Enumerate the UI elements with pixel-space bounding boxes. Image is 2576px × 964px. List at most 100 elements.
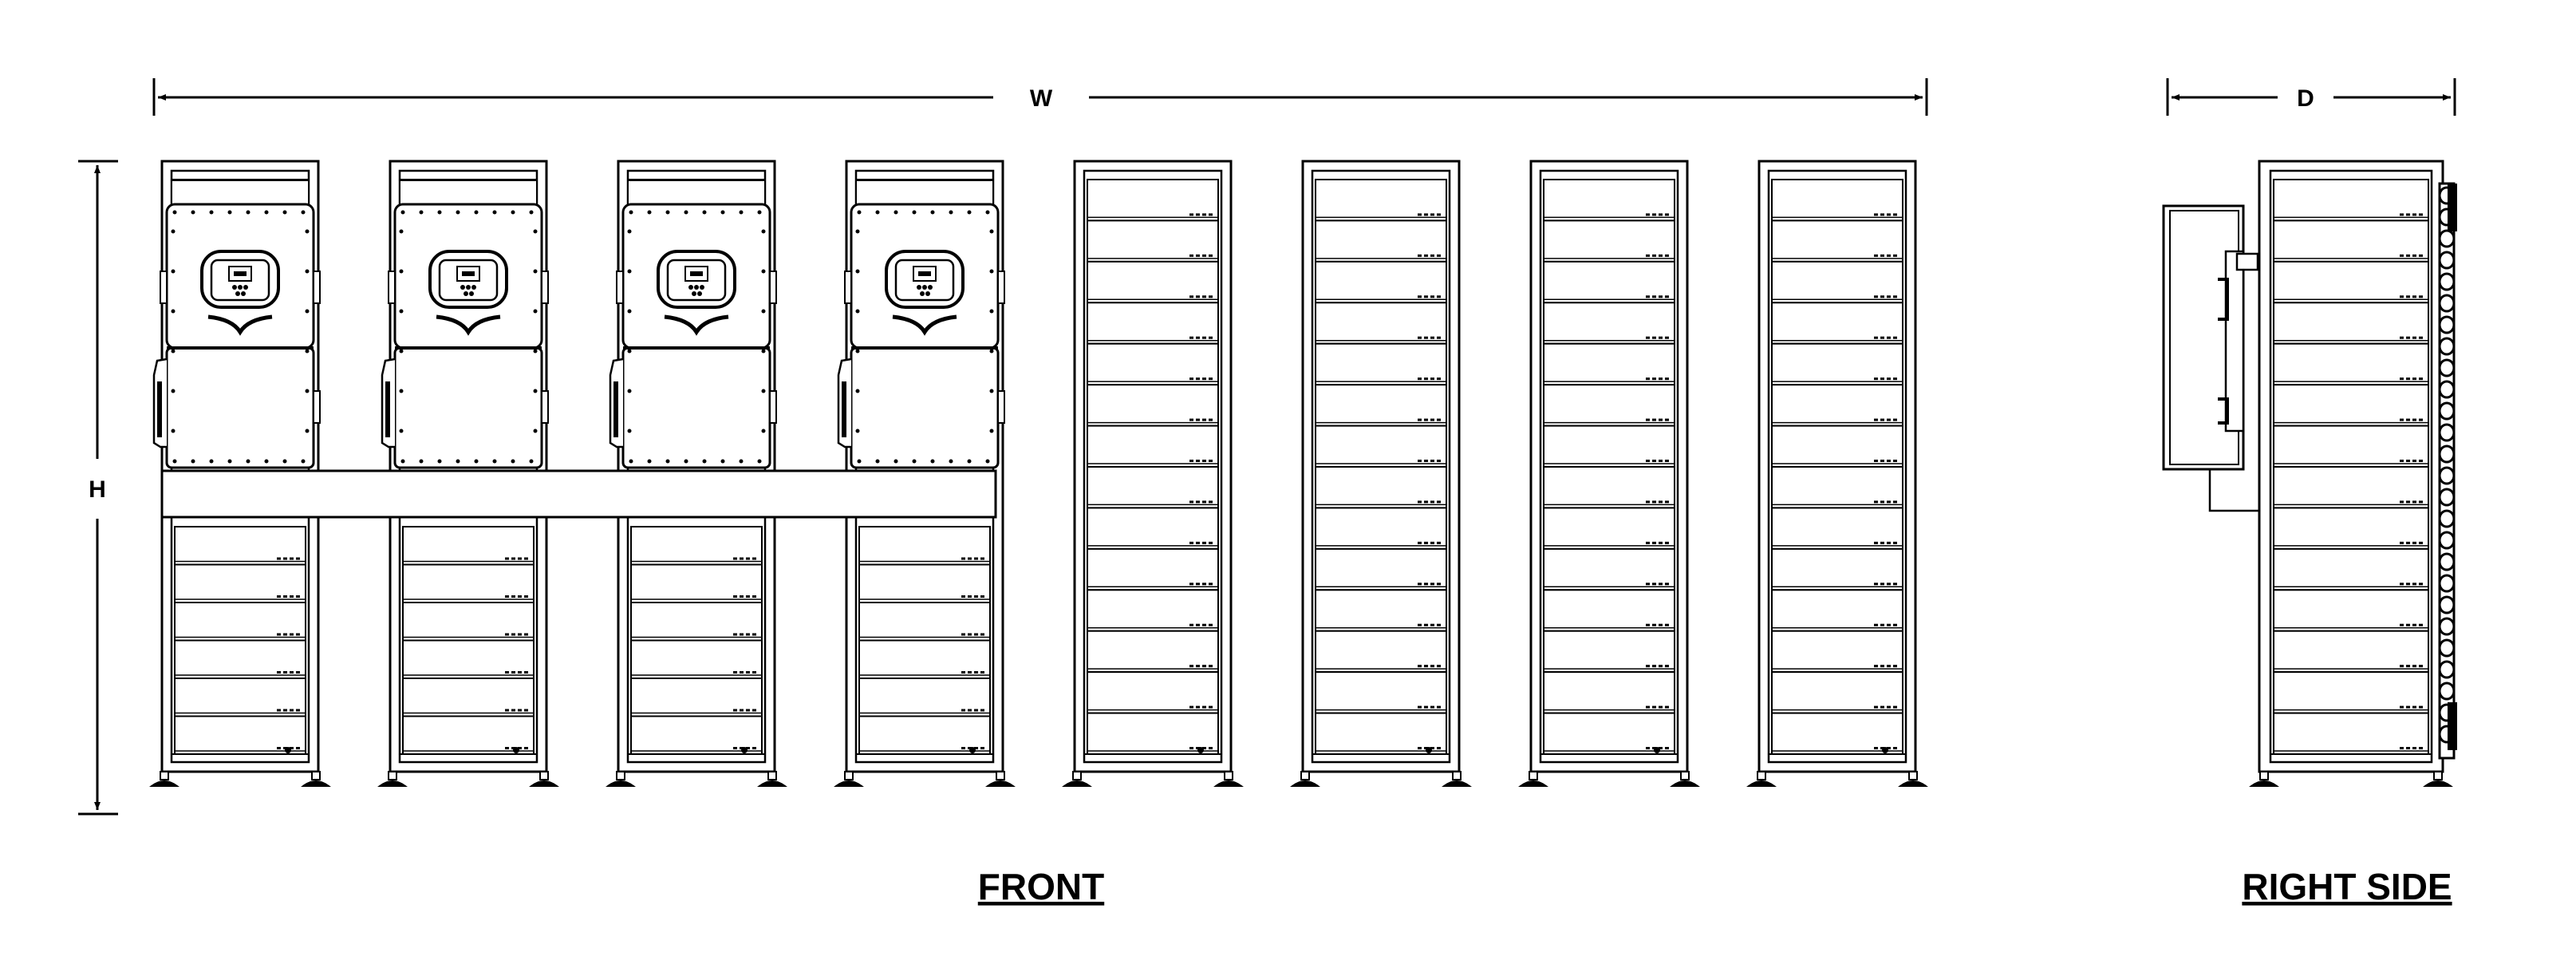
rack-foot bbox=[1072, 771, 1082, 780]
cable-link bbox=[2438, 251, 2456, 270]
module-terminal bbox=[1189, 295, 1193, 298]
bolt bbox=[720, 459, 725, 464]
cable-clamp bbox=[2448, 184, 2457, 231]
battery-module bbox=[1087, 547, 1219, 591]
battery-module bbox=[2273, 547, 2429, 591]
module-terminal bbox=[746, 747, 750, 749]
module-terminal bbox=[1887, 665, 1891, 668]
module-terminal bbox=[1209, 254, 1213, 257]
module-terminal bbox=[1880, 460, 1884, 462]
module-terminal bbox=[511, 709, 515, 712]
battery-module bbox=[2273, 589, 2429, 632]
bolt bbox=[399, 229, 404, 234]
bolt bbox=[264, 210, 269, 215]
battery-module-face bbox=[2273, 466, 2429, 509]
bolt bbox=[171, 429, 176, 433]
bolt bbox=[305, 349, 310, 354]
battery-module bbox=[1087, 630, 1219, 674]
battery-module bbox=[2273, 507, 2429, 550]
bolt bbox=[894, 210, 898, 215]
module-terminal bbox=[1659, 213, 1663, 216]
module-terminal bbox=[1646, 583, 1650, 586]
module-terminal bbox=[524, 709, 528, 712]
module-terminal bbox=[2412, 213, 2416, 216]
right-side-view bbox=[2162, 160, 2457, 787]
module-terminal bbox=[1189, 500, 1193, 504]
module-terminal bbox=[1418, 213, 1422, 216]
bolt bbox=[985, 210, 990, 215]
module-terminal bbox=[1887, 583, 1891, 586]
module-terminal bbox=[2400, 665, 2404, 668]
keypad-button bbox=[235, 291, 240, 296]
height-label: H bbox=[89, 476, 106, 503]
bolt bbox=[399, 349, 404, 354]
battery-module bbox=[630, 678, 763, 717]
rack-foot bbox=[1452, 771, 1462, 780]
battery-module bbox=[858, 678, 991, 717]
side-latch bbox=[844, 271, 852, 304]
battery-module bbox=[2273, 179, 2429, 222]
cable-link bbox=[2438, 337, 2456, 356]
module-terminal bbox=[296, 595, 300, 598]
module-terminal bbox=[1430, 418, 1434, 421]
battery-module bbox=[402, 563, 535, 603]
module-terminal bbox=[290, 557, 294, 560]
module-terminal bbox=[283, 747, 287, 749]
rack-foot-pad bbox=[2422, 780, 2454, 787]
door-handle-grip bbox=[842, 381, 846, 437]
bolt bbox=[533, 349, 538, 354]
side-handle bbox=[2218, 278, 2229, 321]
inverter-enclosure bbox=[609, 180, 777, 469]
module-terminal bbox=[2400, 295, 2404, 298]
module-terminal bbox=[1418, 336, 1422, 339]
battery-module bbox=[1315, 302, 1447, 345]
module-terminal bbox=[974, 747, 978, 749]
cable-link bbox=[2438, 531, 2456, 550]
module-terminal bbox=[518, 747, 522, 749]
battery-module bbox=[1771, 302, 1903, 345]
module-terminal bbox=[1659, 583, 1663, 586]
cable-clamp bbox=[2448, 702, 2457, 750]
module-terminal bbox=[2406, 705, 2410, 709]
battery-module bbox=[1771, 589, 1903, 632]
module-terminal bbox=[511, 557, 515, 560]
module-terminal bbox=[1424, 213, 1428, 216]
bolt bbox=[665, 210, 670, 215]
bolt bbox=[647, 459, 652, 464]
module-terminal bbox=[1189, 377, 1193, 381]
bolt bbox=[855, 429, 860, 433]
bolt bbox=[739, 210, 744, 215]
module-terminal bbox=[968, 709, 972, 712]
cable-link bbox=[2438, 294, 2456, 313]
bolt bbox=[757, 210, 762, 215]
side-latch bbox=[541, 271, 549, 304]
module-terminal bbox=[1646, 665, 1650, 668]
module-terminal bbox=[1196, 213, 1200, 216]
battery-module bbox=[1087, 671, 1219, 714]
inverter-enclosure bbox=[381, 180, 549, 469]
battery-module bbox=[858, 563, 991, 603]
bolt bbox=[209, 459, 214, 464]
module-terminal bbox=[2419, 460, 2423, 462]
bolt bbox=[627, 389, 632, 393]
rack-foot bbox=[767, 771, 777, 780]
module-terminal bbox=[1659, 500, 1663, 504]
module-terminal bbox=[2406, 623, 2410, 626]
module-terminal bbox=[2400, 500, 2404, 504]
module-terminal bbox=[277, 709, 281, 712]
battery-module bbox=[1543, 507, 1675, 550]
bolt bbox=[246, 210, 250, 215]
battery-module bbox=[1087, 260, 1219, 304]
bolt bbox=[930, 210, 935, 215]
module-terminal bbox=[505, 671, 509, 674]
module-terminal bbox=[1646, 623, 1650, 626]
ground-lug bbox=[1882, 747, 1888, 753]
module-terminal bbox=[1189, 213, 1193, 216]
rack-foot-pad bbox=[756, 780, 788, 787]
module-terminal bbox=[1424, 254, 1428, 257]
bolt bbox=[511, 210, 515, 215]
rack-foot-pad bbox=[1289, 780, 1321, 787]
bolt bbox=[665, 459, 670, 464]
bolt bbox=[227, 210, 232, 215]
module-terminal bbox=[974, 557, 978, 560]
